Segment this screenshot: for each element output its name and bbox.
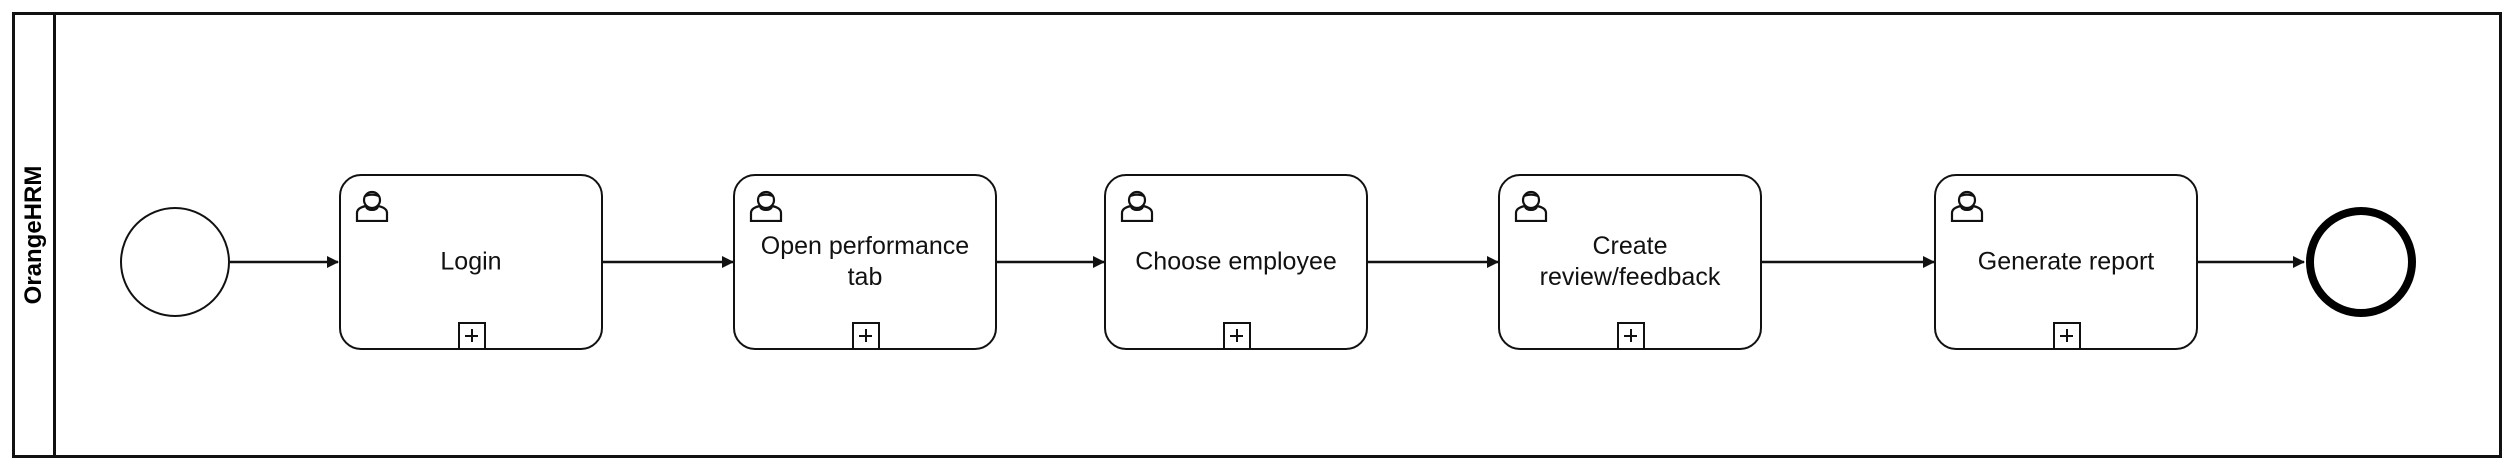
task-label: Generate report — [1977, 247, 2155, 276]
task-generate-report[interactable]: Generate report — [1934, 174, 2198, 350]
subprocess-plus-icon[interactable] — [458, 322, 486, 350]
user-task-icon — [355, 190, 389, 222]
task-login[interactable]: Login — [339, 174, 603, 350]
subprocess-plus-icon[interactable] — [852, 322, 880, 350]
task-choose-employee[interactable]: Choose employee — [1104, 174, 1368, 350]
subprocess-plus-icon[interactable] — [1617, 322, 1645, 350]
task-label: Login — [440, 247, 502, 276]
subprocess-plus-icon[interactable] — [1223, 322, 1251, 350]
task-label: Create review/feedback — [1539, 232, 1721, 291]
pool-header — [12, 12, 56, 458]
subprocess-plus-icon[interactable] — [2053, 322, 2081, 350]
user-task-icon — [1120, 190, 1154, 222]
task-open-performance-tab[interactable]: Open performance tab — [733, 174, 997, 350]
user-task-icon — [1950, 190, 1984, 222]
user-task-icon — [1514, 190, 1548, 222]
task-label: Choose employee — [1135, 247, 1337, 276]
user-task-icon — [749, 190, 783, 222]
task-create-review-feedback[interactable]: Create review/feedback — [1498, 174, 1762, 350]
task-label: Open performance tab — [760, 232, 970, 291]
end-event[interactable] — [2306, 207, 2416, 317]
start-event[interactable] — [120, 207, 230, 317]
pool — [12, 12, 2502, 458]
